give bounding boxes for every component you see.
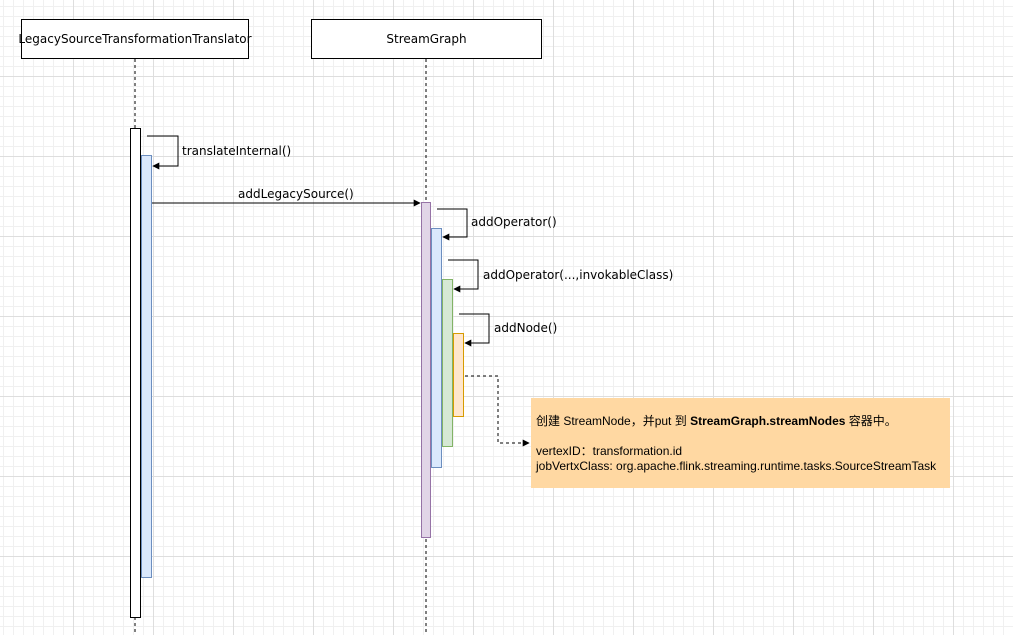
note-spacer <box>536 429 950 444</box>
note-stream-node[interactable]: 创建 StreamNode，并put 到 StreamGraph.streamN… <box>531 398 950 488</box>
message-label-add-operator: addOperator() <box>471 215 557 229</box>
note-line-1: 创建 StreamNode，并put 到 StreamGraph.streamN… <box>536 414 950 429</box>
arrow-translate-internal <box>147 135 179 170</box>
message-label-add-node: addNode() <box>494 321 558 335</box>
activation-add-node <box>453 333 464 417</box>
activation-add-operator-invokable <box>442 279 453 447</box>
arrow-to-note <box>465 375 530 447</box>
note-line-1-bold: StreamGraph.streamNodes <box>690 414 846 428</box>
note-line-2: vertexID：transformation.id <box>536 444 683 458</box>
activation-translator-outer <box>130 128 141 618</box>
activation-add-legacy-source <box>421 202 431 538</box>
arrow-add-operator-invokable <box>448 259 479 293</box>
note-line-3: jobVertxClass: org.apache.flink.streamin… <box>536 459 937 473</box>
message-label-add-legacy-source: addLegacySource() <box>238 187 354 201</box>
note-line-1-prefix: 创建 StreamNode，并put 到 <box>536 414 691 428</box>
arrow-add-operator <box>437 208 468 241</box>
note-line-1-suffix: 容器中。 <box>845 414 897 428</box>
activation-add-operator <box>431 228 442 468</box>
arrow-add-node <box>459 313 490 347</box>
participant-stream-graph[interactable]: StreamGraph <box>311 19 542 59</box>
message-label-translate-internal: translateInternal() <box>182 144 292 158</box>
participant-legacy-source-translator[interactable]: LegacySourceTransformationTranslator <box>18 19 252 59</box>
activation-translate-internal <box>141 155 152 578</box>
message-label-add-operator-invokable: addOperator(...,invokableClass) <box>483 268 674 282</box>
